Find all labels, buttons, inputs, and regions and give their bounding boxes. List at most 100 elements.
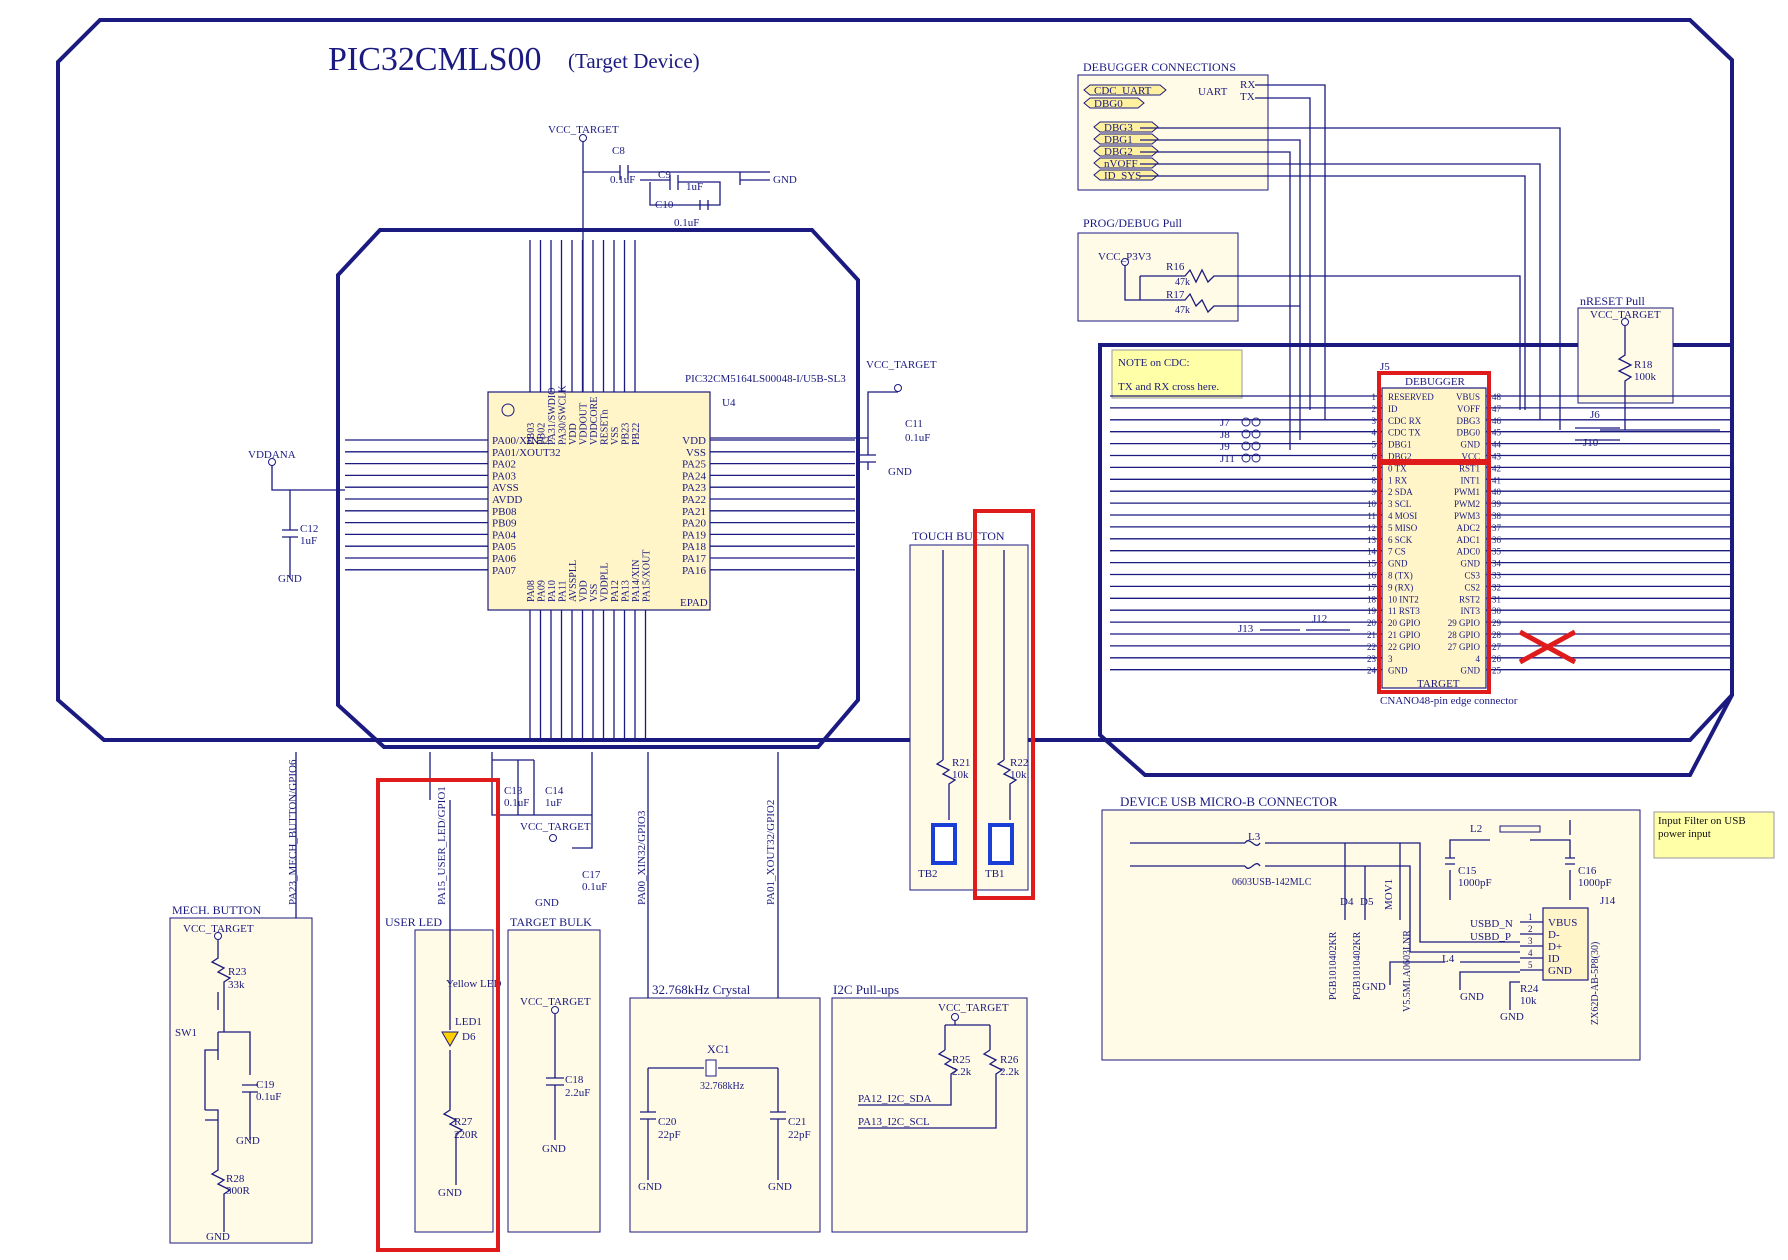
- i2c-box: [831, 997, 1028, 1233]
- mcu-left-pin-name: AVDD: [492, 494, 522, 506]
- vcc-target-i2c-port: [951, 1013, 959, 1021]
- touch-pad-tb1: [988, 823, 1014, 865]
- touch-wires: [935, 550, 1018, 820]
- r16-ref: R16: [1166, 261, 1185, 273]
- connector-left-pin: 1 RX: [1388, 475, 1408, 485]
- usb-note-box: [1653, 811, 1775, 859]
- debugger-tag: [1093, 145, 1159, 157]
- connector-right-pin-number: 32: [1492, 582, 1501, 592]
- debugger-tag: [1093, 169, 1159, 181]
- mcu-right-pins: VDDVSSPA25PA24PA23PA22PA21PA20PA19PA18PA…: [682, 435, 855, 577]
- gnd-c20-label: GND: [638, 1181, 662, 1193]
- c17-ref: C17: [582, 869, 601, 881]
- mcu-top-pin-name: VDDCORE: [589, 397, 600, 445]
- r27-ref: R27: [454, 1116, 473, 1128]
- connector-left-pin: GND: [1388, 666, 1408, 676]
- connector-right-pin: PWM3: [1454, 511, 1481, 521]
- r17-ref: R17: [1166, 289, 1185, 301]
- mcu-bottom-pin-name: PA11: [558, 581, 569, 603]
- c16-value: 1000pF: [1578, 877, 1612, 889]
- vcc-target-bulk-box-label: VCC_TARGET: [520, 996, 591, 1008]
- c18-wires: [546, 1014, 564, 1140]
- connector-left-pin-number: 18: [1367, 594, 1377, 604]
- connector-right-pin: 27 GPIO: [1448, 642, 1481, 652]
- connector-left-pin-number: 4: [1372, 428, 1377, 438]
- crystal-title: 32.768kHz Crystal: [652, 982, 751, 997]
- connector-left-pin-number: 23: [1367, 654, 1377, 664]
- c17-value: 0.1uF: [582, 881, 607, 893]
- vcc-target-top-port: [579, 134, 587, 142]
- touch-button: TOUCH BUTTON R21 10k R22 10k TB2 TB1: [909, 529, 1029, 891]
- decoupling-wires: [582, 140, 770, 392]
- usb-pin-number: 3: [1528, 936, 1533, 946]
- connector-top-label: DEBUGGER: [1405, 376, 1466, 388]
- mcu-top-pin-name: PB02: [537, 423, 548, 445]
- mcu-top-pin-name: PB03: [526, 423, 537, 445]
- mcu-right-pin-name: PA19: [682, 529, 707, 541]
- connector-left-pin: ID: [1388, 404, 1398, 414]
- mcu-top-pin-name: PA30/SWCLK: [558, 385, 569, 445]
- i2c-scl-label: PA13_I2C_SCL: [858, 1116, 930, 1128]
- r16-value: 47k: [1175, 277, 1190, 288]
- j14-part: ZX62D-AB-5P8(30): [1590, 942, 1601, 1025]
- connector-right-pin: INT1: [1461, 475, 1481, 485]
- connector-right-pin: ADC0: [1456, 547, 1480, 557]
- edge-connector-j5: J5 DEBUGGER TARGET CNANO48-pin edge conn…: [1110, 361, 1730, 707]
- j14-ref: J14: [1600, 895, 1616, 907]
- connector-right-pin: 4: [1476, 654, 1481, 664]
- c21-value: 22pF: [788, 1129, 811, 1141]
- c10-ref: C10: [655, 199, 674, 211]
- r23-ref: R23: [228, 966, 247, 978]
- mech-box: [169, 917, 313, 1244]
- prog-pull-box: [1077, 232, 1239, 322]
- mcu-right-pin-name: PA17: [682, 553, 707, 565]
- debugger-tag-label: DBG2: [1104, 146, 1133, 158]
- r26-ref: R26: [1000, 1054, 1019, 1066]
- connector-left-pin: 4 MOSI: [1388, 511, 1417, 521]
- mcu-bottom-pin-name: PA15/XOUT: [642, 550, 653, 602]
- connector-left-pin-number: 11: [1367, 511, 1376, 521]
- sw1-label: SW1: [175, 1027, 197, 1039]
- gnd-mech-label: GND: [206, 1231, 230, 1243]
- c19-value: 0.1uF: [256, 1091, 281, 1103]
- jumper-symbol: [1251, 429, 1261, 439]
- gnd-c19-label: GND: [236, 1135, 260, 1147]
- c11-wires: [710, 391, 898, 470]
- connector-left-pin-number: 16: [1367, 571, 1377, 581]
- usb-pin-number: 1: [1528, 912, 1533, 922]
- connector-right-pin-number: 37: [1492, 523, 1502, 533]
- connector-right-pin-number: 36: [1492, 535, 1502, 545]
- connector-left-pin-number: 5: [1372, 440, 1377, 450]
- tx-label: TX: [1240, 91, 1255, 103]
- mcu-ref: U4: [722, 397, 736, 409]
- connector-right-pin-number: 28: [1492, 630, 1502, 640]
- r18-ref: R18: [1634, 359, 1653, 371]
- connector-left-pin-number: 19: [1367, 606, 1377, 616]
- usbd-p-label: USBD_P: [1470, 931, 1511, 943]
- vddana-port: [268, 458, 276, 466]
- vcc-target-bulk-label: VCC_TARGET: [520, 821, 591, 833]
- bulk-title: TARGET BULK: [510, 915, 592, 929]
- user-led-title: USER LED: [385, 915, 442, 929]
- pin1-marker: [501, 403, 515, 417]
- mcu-right-pin-name: PA25: [682, 459, 707, 471]
- connector-left-pin-number: 3: [1372, 416, 1377, 426]
- connector-left-pin: 7 CS: [1388, 547, 1406, 557]
- connector-left-pin: 20 GPIO: [1388, 618, 1421, 628]
- prog-debug-pull: PROG/DEBUG Pull VCC_P3V3 R16 47k R17 47k: [1077, 216, 1521, 410]
- gnd-c11-label: GND: [888, 466, 912, 478]
- user-led-wires: [442, 800, 464, 1185]
- mcu-bottom-pin-name: VDD: [579, 580, 590, 602]
- vcc-p3v3-port: [1121, 258, 1129, 266]
- debugger-tag: [1083, 97, 1145, 109]
- mcu-left-pin-name: PA00/XIN32: [492, 435, 550, 447]
- l3-coil: [1244, 840, 1261, 869]
- cdc-note-box: [1111, 349, 1243, 399]
- crystal-wires: [640, 1067, 786, 1180]
- mcu-left-pin-name: PA05: [492, 541, 517, 553]
- c15-ref: C15: [1458, 865, 1477, 877]
- vcc-target-right-label: VCC_TARGET: [866, 359, 937, 371]
- j5-ref: J5: [1380, 361, 1390, 373]
- jumper-symbol: [1251, 441, 1261, 451]
- connector-left-pin-number: 15: [1367, 559, 1377, 569]
